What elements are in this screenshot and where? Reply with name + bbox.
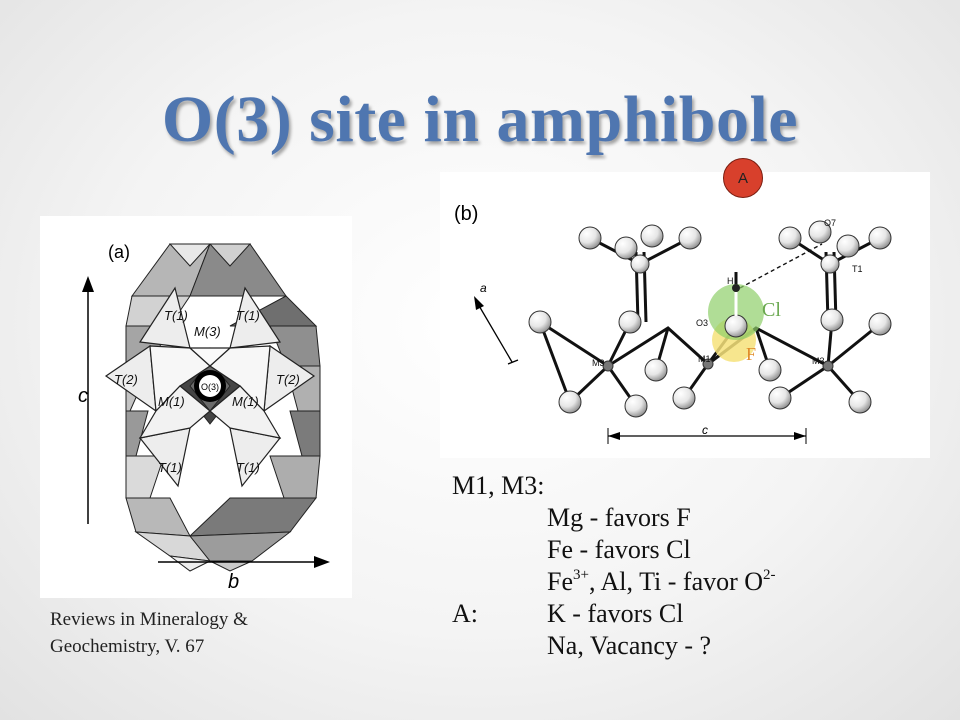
t1-label-b: T1 [852,264,863,274]
rule-label-a: A: [452,599,478,628]
m3-label: M(3) [194,324,221,339]
slide-title: O(3) site in amphibole [161,83,799,156]
rule-fe3-pre: Fe [547,567,573,596]
axis-b-label: b [228,571,239,593]
figure-b-svg: (b) a c [454,203,892,444]
figure-a-panel-label: (a) [108,242,130,262]
rule-mg: Mg - favors F [547,503,691,532]
axis-a-label: a [480,281,487,295]
citation-line-2: Geochemistry, V. 67 [50,636,205,657]
figure-b-panel: (b) a c [440,172,930,458]
hydrogen-bond [739,243,823,289]
t1-label-bottom-right: T(1) [236,460,260,475]
rule-fe3-mid: , Al, Ti - favor O [588,567,764,596]
t2-label-left: T(2) [114,372,138,387]
rule-label-m1m3: M1, M3: [452,471,545,500]
site-a-badge: A [723,158,763,198]
m1-label-b: M1 [698,354,711,364]
o3-atom [724,314,748,338]
m3-label-b-right: M3 [812,356,825,366]
f-label: F [746,344,756,364]
t1-label-bottom-left: T(1) [158,460,182,475]
m1-label-right: M(1) [232,394,259,409]
figure-b-a-axis: a [474,281,519,365]
rule-fe3-charge: 3+ [573,567,589,583]
t1-label-top-right: T(1) [236,308,260,323]
tetrahedra-layer [104,286,316,488]
citation-line-1: Reviews in Mineralogy & [50,609,248,630]
h-label: H [727,276,734,286]
t2-label-right: T(2) [276,372,300,387]
citation: Reviews in Mineralogy & Geochemistry, V.… [50,606,248,660]
atom-layer [528,220,892,418]
figure-a-svg: (a) c b T(1) T(1) M(3) T(2) T(2) M(1) M(… [78,242,330,593]
figure-a-panel: (a) c b T(1) T(1) M(3) T(2) T(2) M(1) M(… [40,216,352,598]
axis-c-label: c [78,385,88,407]
o3-center-site: O(3) [194,370,226,402]
rule-o-charge: 2- [763,567,776,583]
t1-label-top-left: T(1) [164,308,188,323]
figure-a-c-axis: c [78,276,94,524]
m1-label-left: M(1) [158,394,185,409]
h-atom [732,284,740,292]
rule-fe3: Fe3+, Al, Ti - favor O2- [547,566,776,598]
axis-c-label-b: c [702,423,708,437]
m3-label-b-left: M3 [592,358,605,368]
cl-label: Cl [762,299,781,321]
o3-label-b: O3 [696,318,708,328]
o3-center-label: O(3) [201,382,219,392]
figure-b-panel-label: (b) [454,203,478,225]
rule-fe: Fe - favors Cl [547,535,691,564]
o7-label: O7 [824,218,836,228]
rule-na: Na, Vacancy - ? [547,631,712,660]
figure-a-b-axis: b [158,556,330,593]
figure-b-c-axis: c [607,423,807,444]
rule-k: K - favors Cl [547,599,684,628]
